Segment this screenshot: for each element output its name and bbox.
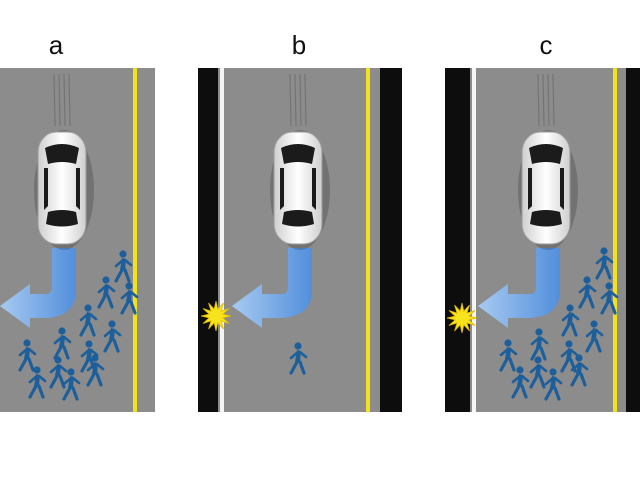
pedestrian-icon — [570, 354, 589, 387]
pedestrian-icon — [529, 356, 548, 389]
road-edge-line — [220, 68, 224, 412]
pedestrian-icon — [103, 320, 122, 353]
panel-a — [0, 68, 155, 412]
panel-label-b: b — [291, 30, 307, 60]
panel-label-a: a — [48, 30, 64, 60]
lane-line — [133, 68, 137, 412]
pedestrian-icon — [49, 356, 68, 389]
lane-line — [366, 68, 370, 412]
pedestrian-icon — [86, 354, 105, 387]
pedestrian-icon — [120, 282, 139, 315]
pedestrian-icon — [79, 304, 98, 337]
car-icon — [34, 73, 94, 250]
right-barrier — [380, 68, 402, 412]
pedestrian-icon — [62, 368, 81, 401]
swerve-arrow-icon — [478, 248, 560, 328]
left-barrier — [445, 68, 470, 412]
pedestrian-icon — [561, 304, 580, 337]
pedestrian-icon — [595, 247, 614, 280]
panel-c — [445, 68, 640, 412]
pedestrian-icon — [53, 327, 72, 360]
pedestrian-icon — [511, 366, 530, 399]
car-icon — [270, 73, 330, 250]
pedestrian-icon — [530, 328, 549, 361]
pedestrian-icon — [585, 320, 604, 353]
right-barrier — [626, 68, 640, 412]
swerve-arrow-icon — [232, 248, 312, 328]
pedestrian-icon — [97, 276, 116, 309]
impact-burst-icon — [200, 300, 232, 332]
swerve-arrow-icon — [0, 248, 76, 328]
left-barrier — [198, 68, 218, 412]
impact-burst-icon — [446, 302, 478, 334]
pedestrian-icon — [544, 368, 563, 401]
pedestrian-icon — [578, 276, 597, 309]
road-edge-line — [472, 68, 476, 412]
pedestrian-icon — [289, 342, 308, 375]
car-icon — [518, 73, 578, 250]
pedestrian-icon — [28, 366, 47, 399]
pedestrian-icon — [499, 339, 518, 372]
panel-b — [198, 68, 402, 412]
panel-label-c: c — [539, 30, 553, 60]
lane-line — [613, 68, 617, 412]
pedestrian-icon — [18, 339, 37, 372]
pedestrian-icon — [600, 282, 619, 315]
pedestrian-icon — [114, 250, 133, 283]
